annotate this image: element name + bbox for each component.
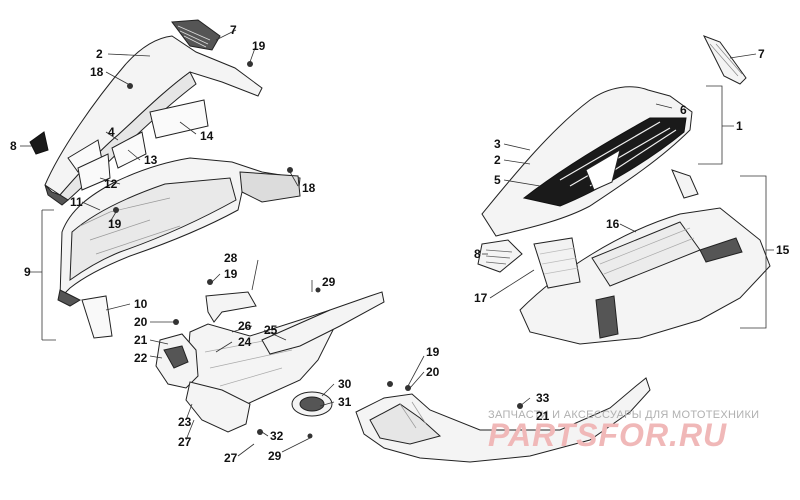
callout-11-bezel: 11 [70,195,83,209]
callout-24-pan: 24 [238,335,252,349]
callout-27-screw: 27 [178,435,192,449]
callout-12-decal: 12 [104,177,118,191]
hood-decals [67,99,209,191]
callout-1-hood-assembly: 1 [736,119,743,133]
callout-16-decal: 16 [606,217,620,231]
callout-28-bracket: 28 [224,251,238,265]
callout-10-decal: 10 [134,297,148,311]
decal-17 [533,237,581,289]
callout-21-bolt: 21 [134,333,148,347]
callout-32-clip: 32 [270,429,284,443]
callout-14-decal: 14 [200,129,214,143]
callout-7-vent: 7 [230,23,237,37]
callout-29-grommet: 29 [322,275,336,289]
callout-29-grommet: 29 [268,449,282,463]
callout-2-hood: 2 [494,153,501,167]
bezel-housing [57,157,301,307]
callout-19-screw: 19 [224,267,238,281]
callout-5-decal: 5 [494,173,501,187]
callout-19-screw: 19 [252,39,266,53]
callout-26-plate: 26 [238,319,252,333]
callout-23-intake: 23 [178,415,192,429]
callout-6-decal: 6 [680,103,687,117]
bracket-28 [205,291,257,323]
callout-17-decal: 17 [474,291,488,305]
fasteners [113,61,523,439]
callout-18-screw: 18 [302,181,316,195]
hood-assembly-1 [481,86,693,237]
side-vent-8-right [477,239,523,273]
callout-18-screw: 18 [90,65,104,79]
callout-8-vent: 8 [474,247,481,261]
callout-19-screw: 19 [108,217,122,231]
watermark: ЗАПЧАСТИ И АКСЕССУАРЫ ДЛЯ МОТОТЕХНИКИ PA… [488,409,759,453]
leader-lines [20,29,774,457]
side-vent-8-left [29,131,49,155]
callout-27-screw: 27 [224,451,238,465]
side-panel-15 [519,169,771,345]
callout-15-side-panel: 15 [776,243,790,257]
callout-9-assembly: 9 [24,265,31,279]
air-intake-23 [185,381,251,433]
watermark-brand: PARTSFOR.RU [488,417,727,453]
watermark-caption: ЗАПЧАСТИ И АКСЕССУАРЫ ДЛЯ МОТОТЕХНИКИ [488,409,759,421]
callout-20-nut: 20 [134,315,148,329]
hood-vent-grille [171,19,221,51]
callout-30-grommet: 30 [338,377,352,391]
callout-2-hood: 2 [96,47,103,61]
callout-13-decal: 13 [144,153,158,167]
callout-31-ring: 31 [338,395,352,409]
callout-21-bolt: 21 [536,409,550,423]
callout-4-decal: 4 [108,125,115,139]
hood-vent-7-right [702,35,747,85]
lower-rail-panel [355,377,651,463]
grommet-30-31 [291,391,333,417]
callout-19-screw: 19 [426,345,440,359]
callout-labels: 7 19 2 18 4 14 8 13 12 11 19 18 9 28 19 … [10,23,790,465]
callout-8-vent: 8 [10,139,17,153]
callout-25-rail: 25 [264,323,278,337]
callout-7-vent: 7 [758,47,765,61]
side-rail-25 [261,291,385,355]
callout-20-nut: 20 [426,365,440,379]
callout-22-vent-bracket: 22 [134,351,148,365]
windshield-decal-10 [81,295,113,339]
callout-3-decal: 3 [494,137,501,151]
callout-33-fastener: 33 [536,391,550,405]
